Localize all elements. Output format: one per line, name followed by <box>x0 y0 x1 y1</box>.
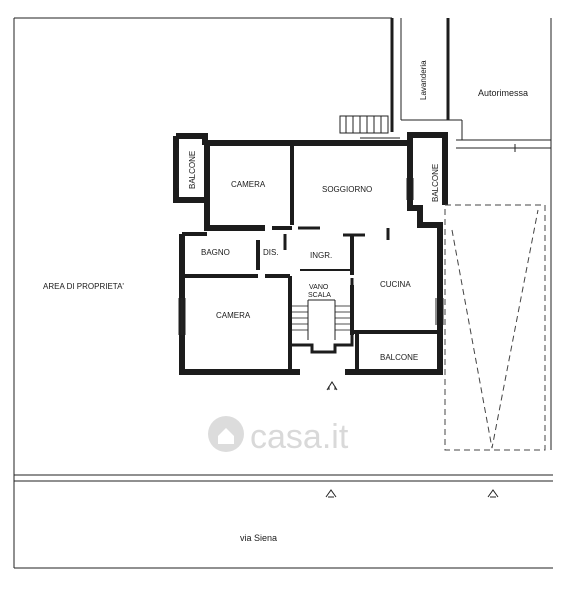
stair-hatch <box>292 299 350 340</box>
room-label-bagno: BAGNO <box>201 248 230 257</box>
room-label-scala: SCALA <box>308 292 331 299</box>
entrance-arrow-icon <box>326 381 338 391</box>
parking-area <box>444 204 546 451</box>
label-street: via Siena <box>240 533 277 543</box>
entrance-arrows <box>325 381 499 498</box>
room-label-cucina: CUCINA <box>380 280 411 289</box>
label-area-proprieta: AREA DI PROPRIETA' <box>43 282 124 291</box>
building-walls <box>173 132 448 375</box>
watermark: casa.it <box>208 416 349 456</box>
balcony-label-left: BALCONE <box>188 151 197 189</box>
watermark-text: casa.it <box>250 418 349 456</box>
gate-arrow-icon <box>325 489 337 498</box>
label-autorimessa: Autorimessa <box>478 88 528 98</box>
room-label-soggiorno: SOGGIORNO <box>322 185 372 194</box>
windows <box>177 137 444 335</box>
balcony-label-bottom: BALCONE <box>380 353 418 362</box>
room-label-camera-top: CAMERA <box>231 180 266 189</box>
outbuilding <box>390 18 551 152</box>
room-label-camera-bottom: CAMERA <box>216 311 251 320</box>
label-lavanderia: Lavanderia <box>419 60 428 100</box>
gate-arrow-icon <box>487 489 499 498</box>
top-steps <box>339 115 389 134</box>
room-label-vano: VANO <box>309 284 329 291</box>
property-boundary <box>13 17 553 569</box>
room-label-dis: DIS. <box>263 248 279 257</box>
balcony-label-right: BALCONE <box>431 164 440 202</box>
room-label-ingr: INGR. <box>310 251 332 260</box>
